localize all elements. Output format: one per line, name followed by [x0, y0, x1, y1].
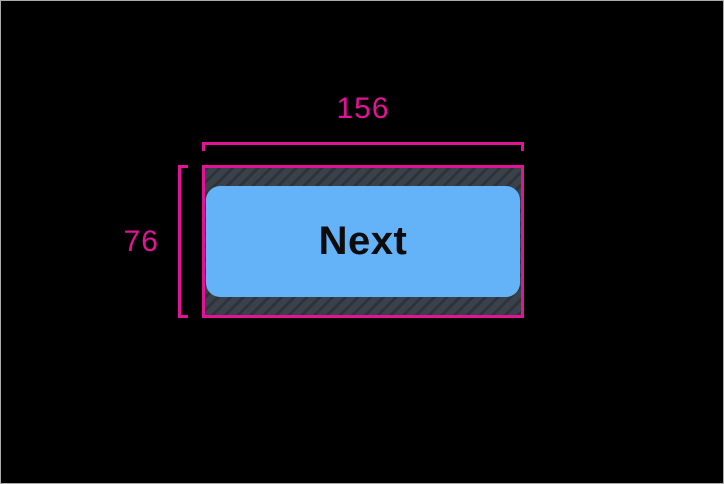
- touch-target-area: Next: [202, 165, 524, 318]
- width-measure-bracket: [202, 142, 524, 151]
- height-dimension-label: 76: [123, 225, 159, 258]
- next-button[interactable]: Next: [206, 186, 520, 297]
- height-measure-bracket: [178, 165, 188, 318]
- width-dimension-label: 156: [336, 92, 390, 125]
